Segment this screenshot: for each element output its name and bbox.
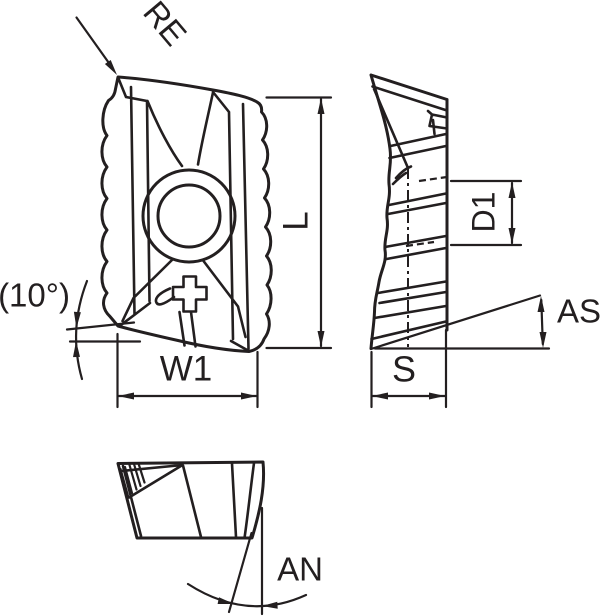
front-view [100, 75, 273, 353]
l-arrow-bottom [317, 331, 325, 347]
dim-wiper-angle: AS [369, 293, 600, 351]
an-arrow-right [262, 601, 278, 609]
dim-clearance-angle: AN [186, 506, 323, 616]
d1-arrow-top [508, 182, 516, 198]
dim-thickness: S [370, 328, 448, 409]
angle10-arc [74, 279, 89, 381]
l-extension-lines [265, 96, 333, 350]
dim-rake-angle: (10°) [0, 277, 142, 381]
w1-arrow-right [241, 392, 257, 400]
an-arc [186, 582, 308, 608]
s-extension-lines [370, 328, 448, 409]
center-hole-outer [141, 168, 237, 264]
dim-length: L [265, 96, 333, 350]
w1-extension-lines [116, 332, 259, 409]
an-arrow-left [217, 597, 234, 604]
as-reference-lines [369, 294, 551, 351]
re-label: RE [136, 0, 194, 53]
side-view [369, 73, 449, 350]
an-label: AN [277, 551, 323, 588]
w1-label: W1 [160, 349, 213, 388]
angle10-arrow-bottom [73, 341, 80, 358]
d1-label: D1 [465, 192, 501, 233]
hole-hidden-lines [405, 175, 448, 248]
center-hole-inner [156, 183, 222, 249]
bottom-view [116, 460, 266, 540]
bottom-view-inner-lines [119, 461, 256, 540]
s-arrow-left [372, 392, 388, 400]
as-arrow-bottom [539, 332, 547, 348]
front-view-outline [100, 75, 273, 353]
corner-hatching [119, 462, 146, 498]
angle10-label: (10°) [0, 277, 70, 314]
dim-width: W1 [116, 332, 259, 409]
as-label: AS [557, 293, 600, 330]
re-leader-line [75, 16, 112, 66]
side-view-inner-lines [370, 85, 449, 341]
re-arrowhead [104, 60, 117, 75]
dim-corner-radius: RE [75, 0, 194, 75]
as-arrow-top [537, 296, 545, 312]
s-label: S [392, 349, 416, 390]
w1-arrow-left [118, 392, 134, 400]
front-view-inner-lines [117, 77, 250, 352]
an-reference-lines [227, 506, 264, 616]
s-arrow-right [429, 392, 445, 400]
angle10-arrow-top [73, 311, 81, 328]
cross-mark [154, 275, 208, 313]
d1-extension-lines [449, 179, 523, 247]
l-arrow-top [317, 98, 325, 114]
angle10-reference-lines [65, 321, 142, 343]
dim-hole-diameter: D1 [449, 179, 523, 247]
bottom-view-outline [116, 460, 266, 540]
d1-arrow-bottom [508, 228, 516, 244]
l-label: L [276, 211, 315, 230]
